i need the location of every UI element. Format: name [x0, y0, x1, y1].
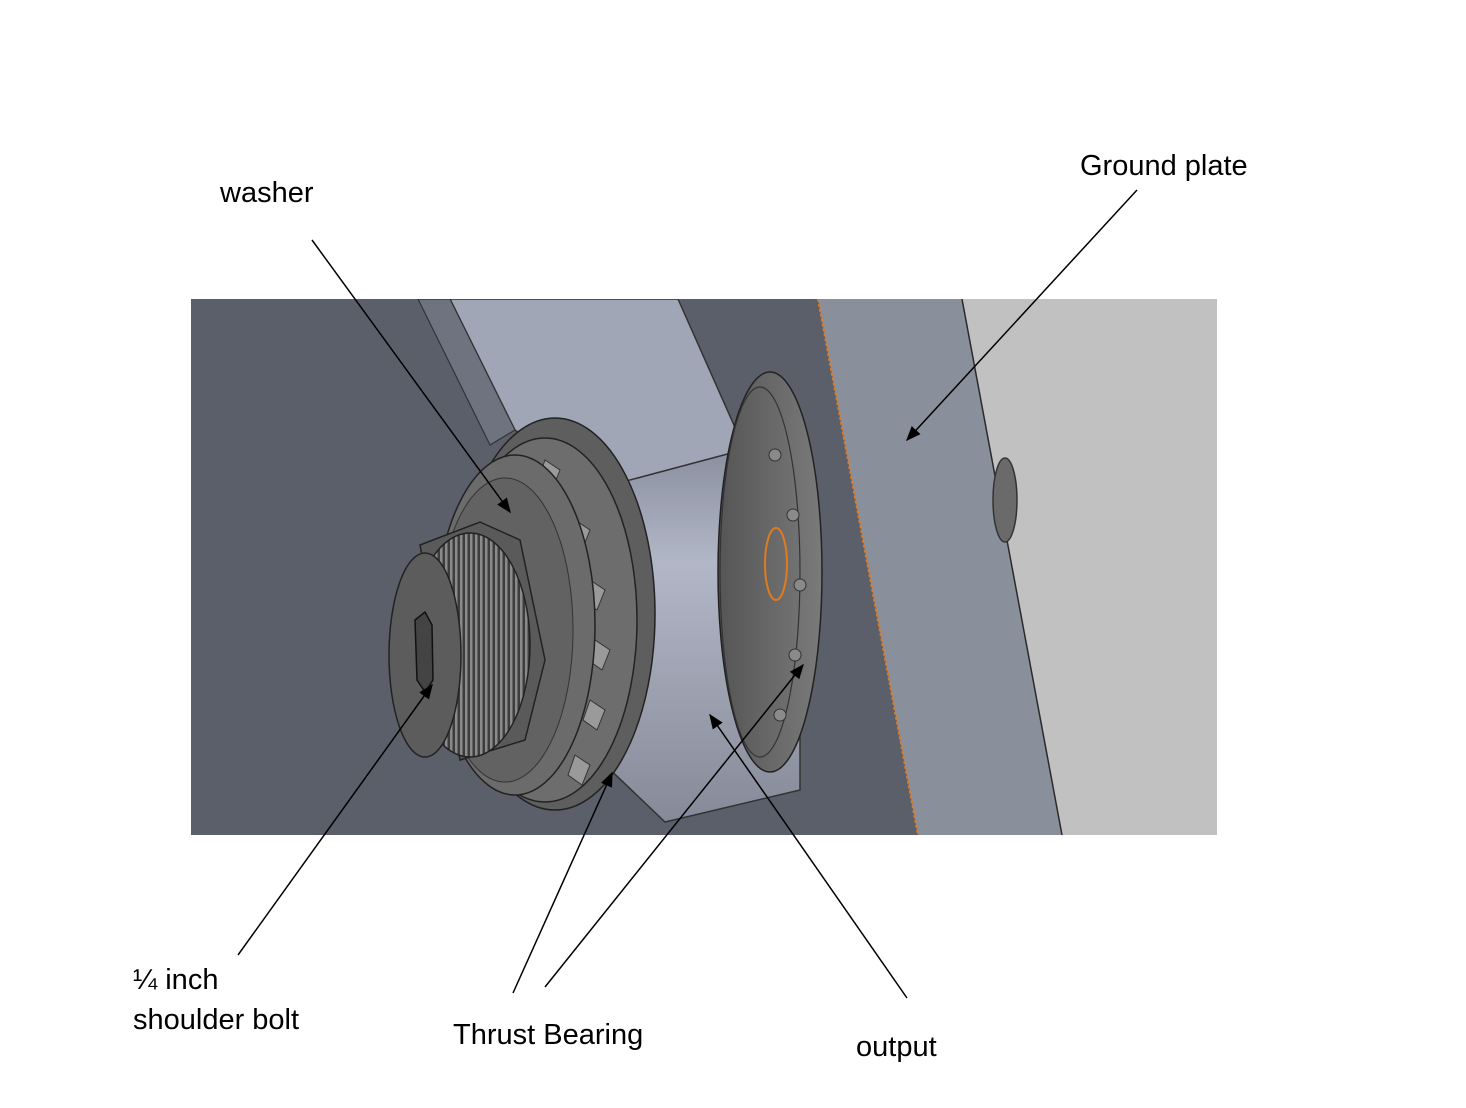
ground-plate-label: Ground plate: [1080, 150, 1248, 182]
washer-label: washer: [220, 177, 314, 209]
wall-fastener: [992, 457, 1018, 543]
shoulder-bolt-label: ¼ inch shoulder bolt: [133, 960, 299, 1040]
ground-plate-edge: [817, 299, 919, 835]
thrust-bearing-leader-2: [544, 663, 804, 988]
bolt-leader: [237, 683, 433, 956]
thrust-bearing-label: Thrust Bearing: [453, 1019, 644, 1051]
washer-leader: [311, 239, 511, 514]
shoulder-bolt-label-line2: shoulder bolt: [133, 1004, 300, 1036]
hex-socket: [414, 610, 434, 694]
rear-bearing-balls: [768, 448, 807, 722]
ground-plate-leader: [905, 189, 1138, 442]
shoulder-bolt-label-line1: ¼ inch: [133, 964, 219, 996]
cad-render: [191, 299, 1217, 835]
thrust-bearing-leader-1: [512, 771, 613, 994]
wall: [962, 299, 1217, 835]
output-leader: [709, 713, 908, 999]
ground-plate-shape: [818, 299, 1062, 835]
highlight-edge: [764, 527, 788, 601]
output-label: output: [856, 1031, 937, 1063]
leader-lines: [237, 189, 1138, 999]
